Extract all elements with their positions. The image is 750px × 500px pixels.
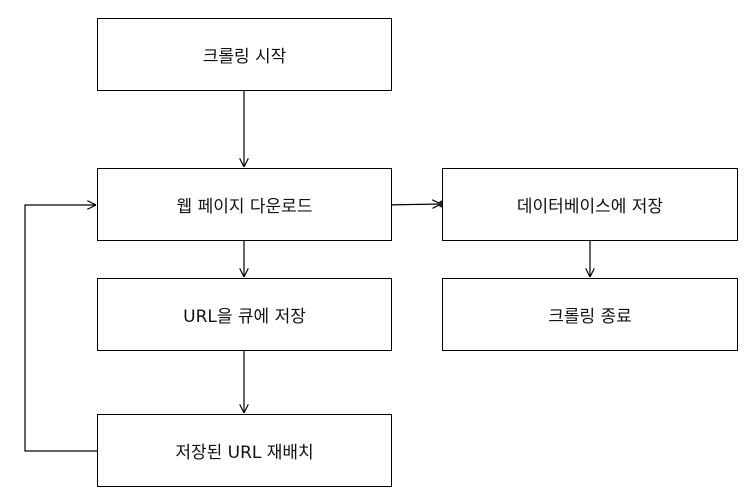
node-save-to-database-label: 데이터베이스에 저장 [516,197,664,217]
node-download-webpage: 웹 페이지 다운로드 [97,168,392,241]
arrow-download-to-db [382,204,441,205]
node-save-url-to-queue-label: URL을 큐에 저장 [183,307,306,327]
node-save-to-database: 데이터베이스에 저장 [442,168,738,241]
node-crawl-end-label: 크롤링 종료 [548,307,632,327]
arrow-requeue-loop-to-download [24,205,97,452]
node-save-url-to-queue: URL을 큐에 저장 [97,278,392,351]
node-download-webpage-label: 웹 페이지 다운로드 [176,197,313,217]
node-crawl-end: 크롤링 종료 [442,278,738,351]
node-requeue-saved-url-label: 저장된 URL 재배치 [175,443,314,463]
node-requeue-saved-url: 저장된 URL 재배치 [97,414,392,487]
node-crawl-start: 크롤링 시작 [97,18,392,91]
node-crawl-start-label: 크롤링 시작 [202,47,287,67]
